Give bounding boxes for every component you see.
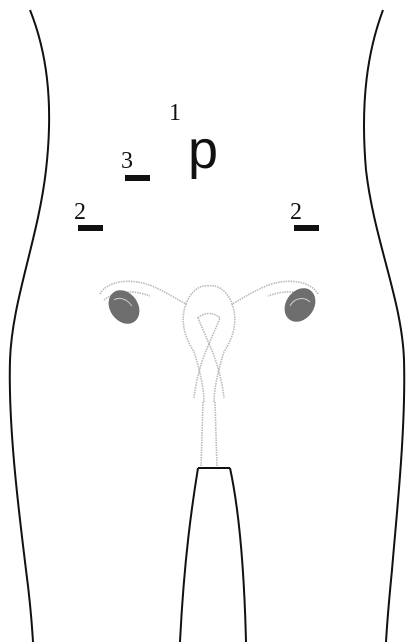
port-mark-left-lower: [78, 225, 103, 231]
body-outline-left: [10, 10, 49, 642]
label-top-number: 1: [169, 100, 181, 126]
label-left-upper: 3: [121, 148, 133, 174]
ovary-left: [102, 284, 146, 330]
label-right: 2: [290, 199, 302, 225]
port-mark-right: [294, 225, 319, 231]
port-mark-left-upper: [125, 175, 150, 181]
body-outline-right: [364, 10, 404, 642]
label-port-p: p: [188, 120, 218, 180]
vagina-outline: [180, 468, 246, 642]
label-left-lower: 2: [74, 199, 86, 225]
ovary-right: [278, 282, 322, 328]
